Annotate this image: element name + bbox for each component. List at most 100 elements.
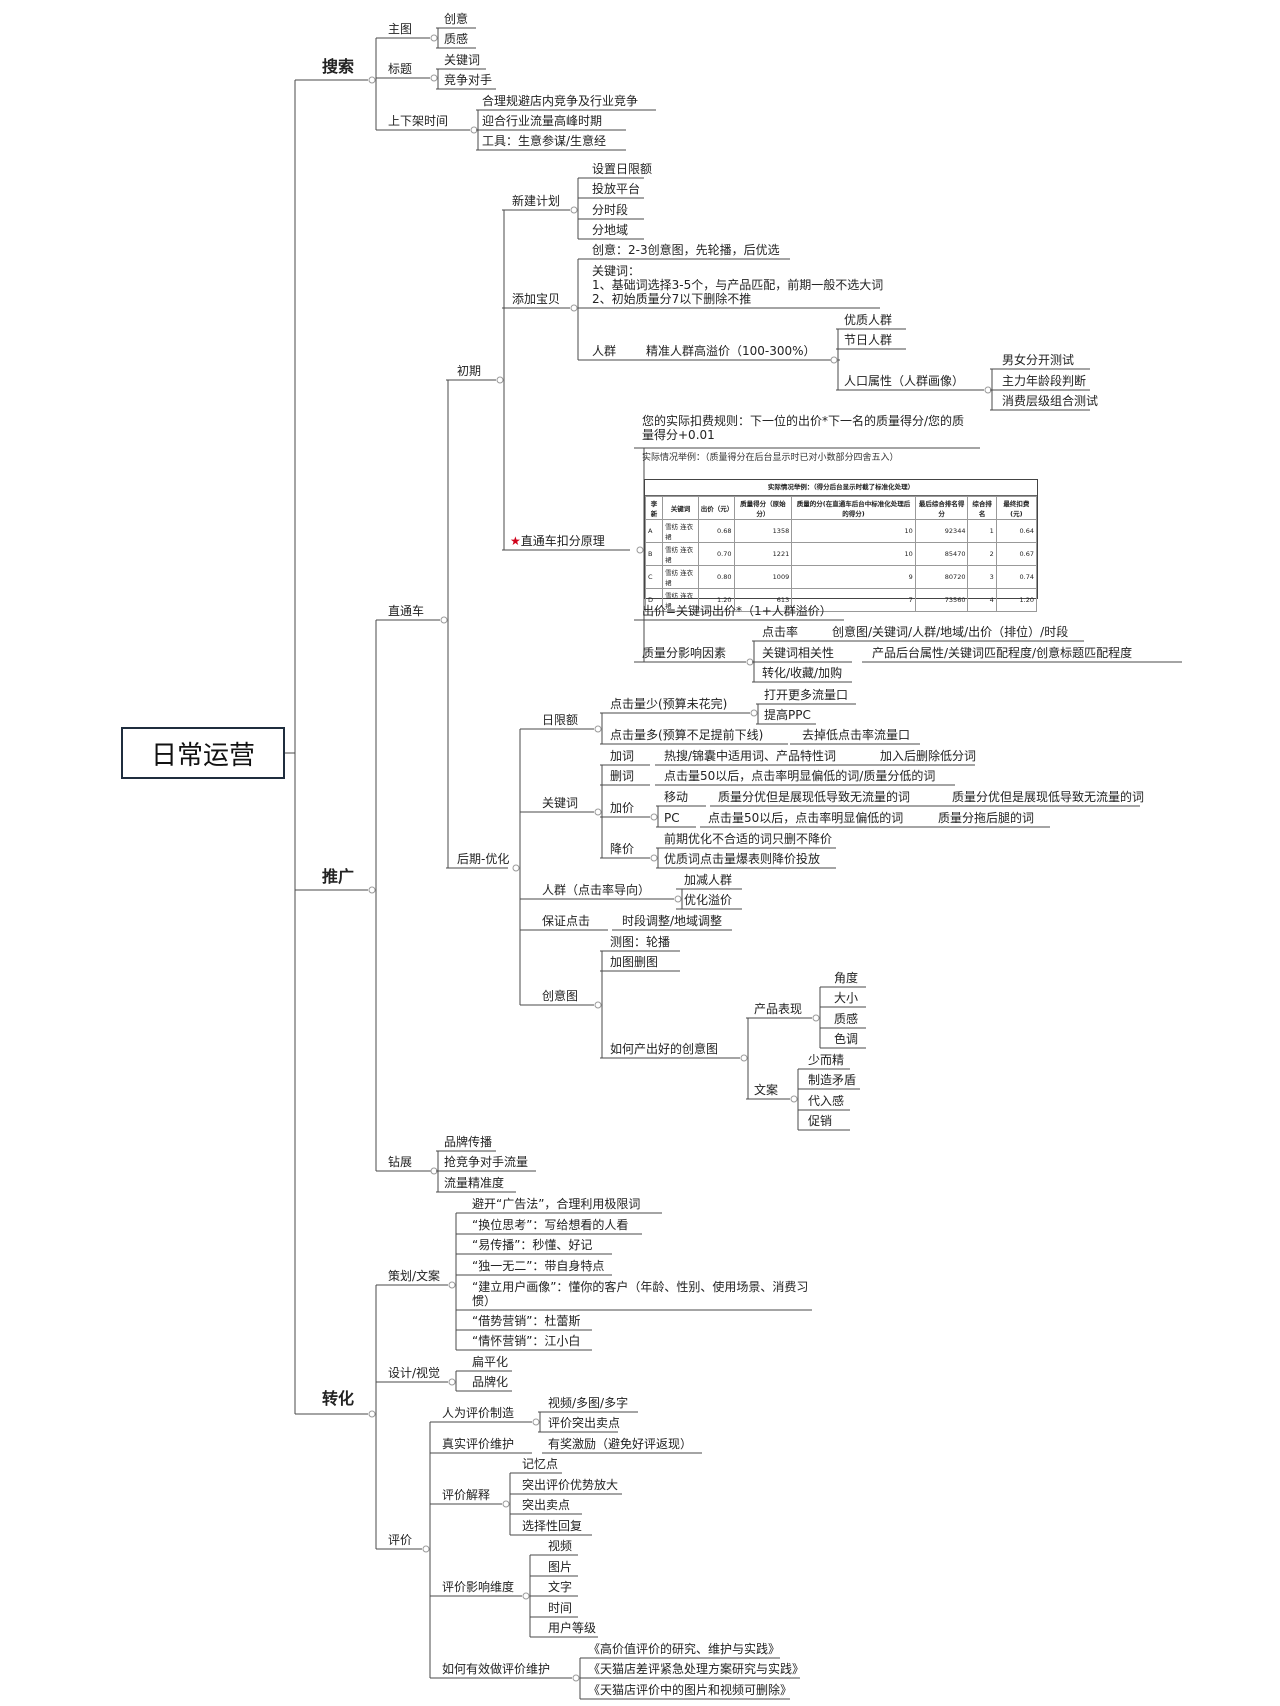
- node-conversion[interactable]: 转化: [322, 1389, 355, 1408]
- node-keyword-rule[interactable]: 1、基础词选择3-5个，与产品匹配，前期一般不选大词: [592, 278, 884, 292]
- node-leaf[interactable]: 《天猫店评价中的图片和视频可删除》: [588, 1683, 793, 1697]
- node-title[interactable]: 标题: [388, 62, 413, 76]
- node-new-plan[interactable]: 新建计划: [512, 194, 561, 208]
- node-ctr[interactable]: 点击率: [762, 625, 799, 639]
- node-leaf[interactable]: 视频/多图/多字: [548, 1396, 629, 1410]
- node-copy[interactable]: 文案: [754, 1083, 779, 1097]
- node-mobile[interactable]: 移动: [664, 790, 689, 804]
- root-node[interactable]: 日常运营: [121, 727, 285, 779]
- node-relevance[interactable]: 关键词相关性: [762, 646, 835, 660]
- node-pc[interactable]: PC: [664, 811, 680, 825]
- node-ztc[interactable]: 直通车: [388, 604, 425, 618]
- node-leaf[interactable]: 优质词点击量爆表则降价投放: [664, 852, 821, 866]
- node-creative-img[interactable]: 创意图: [542, 989, 579, 1003]
- node-leaf[interactable]: 抢竞争对手流量: [444, 1155, 529, 1169]
- node-leaf[interactable]: 设置日限额: [592, 162, 653, 176]
- node-early[interactable]: 初期: [457, 364, 482, 378]
- node-leaf[interactable]: 消费层级组合测试: [1002, 394, 1099, 408]
- node-del-kw[interactable]: 删词: [610, 769, 635, 783]
- node-leaf[interactable]: 投放平台: [592, 182, 641, 196]
- node-leaf[interactable]: “建立用户画像”：懂你的客户（年龄、性别、使用场景、消费习惯）: [472, 1280, 809, 1308]
- node-leaf[interactable]: 迎合行业流量高峰时期: [482, 114, 603, 128]
- node-leaf[interactable]: 分时段: [592, 203, 629, 217]
- node-crowd[interactable]: 人群: [592, 344, 617, 358]
- node-lower[interactable]: 降价: [610, 842, 635, 856]
- node-leaf[interactable]: 时间: [548, 1601, 573, 1615]
- node-leaf[interactable]: 男女分开测试: [1002, 353, 1075, 367]
- node-promotion[interactable]: 推广: [322, 867, 355, 886]
- node-design[interactable]: 设计/视觉: [388, 1366, 441, 1380]
- node-leaf[interactable]: 创意: [444, 12, 469, 26]
- node-leaf[interactable]: 优化溢价: [684, 893, 733, 907]
- node-leaf[interactable]: 有奖激励（避免好评返现）: [548, 1437, 693, 1451]
- node-many-clicks[interactable]: 点击量多(预算不足提前下线): [610, 728, 764, 742]
- node-leaf[interactable]: 记忆点: [522, 1457, 559, 1471]
- node-leaf[interactable]: 质感: [444, 32, 469, 46]
- node-search[interactable]: 搜索: [322, 57, 355, 76]
- node-leaf[interactable]: 提高PPC: [764, 708, 811, 722]
- node-review-explain[interactable]: 评价解释: [442, 1488, 491, 1502]
- node-product[interactable]: 产品表现: [754, 1002, 803, 1016]
- node-deduction[interactable]: ★直通车扣分原理: [508, 534, 607, 548]
- node-leaf[interactable]: 《天猫店差评紧急处理方案研究与实践》: [588, 1662, 805, 1676]
- node-leaf[interactable]: 扁平化: [472, 1355, 509, 1369]
- node-leaf[interactable]: 流量精准度: [444, 1176, 505, 1190]
- node-late[interactable]: 后期-优化: [457, 852, 510, 866]
- node-leaf[interactable]: 工具：生意参谋/生意经: [482, 134, 607, 148]
- node-review[interactable]: 评价: [388, 1533, 413, 1547]
- node-leaf[interactable]: 去掉低点击率流量口: [802, 728, 911, 742]
- node-creative-rule[interactable]: 创意：2-3创意图，先轮播，后优选: [592, 243, 780, 257]
- node-leaf[interactable]: 避开“广告法”，合理利用极限词: [472, 1197, 641, 1211]
- node-keyword-rule[interactable]: 关键词：: [592, 264, 641, 278]
- node-zhanzhan[interactable]: 钻展: [388, 1155, 413, 1169]
- node-leaf[interactable]: 评价突出卖点: [548, 1416, 621, 1430]
- node-leaf[interactable]: 加入后删除低分词: [880, 749, 977, 763]
- node-leaf[interactable]: 加图删图: [610, 955, 659, 969]
- node-leaf[interactable]: 色调: [834, 1032, 859, 1046]
- node-leaf[interactable]: 关键词: [444, 53, 481, 67]
- node-leaf[interactable]: 前期优化不合适的词只删不降价: [664, 832, 833, 846]
- node-leaf[interactable]: 创意图/关键词/人群/地域/出价（排位）/时段: [832, 625, 1069, 639]
- node-leaf[interactable]: 测图：轮播: [610, 935, 671, 949]
- node-leaf[interactable]: 用户等级: [548, 1621, 597, 1635]
- node-bid-formula[interactable]: 出价=关键词出价*（1+人群溢价）: [642, 604, 832, 618]
- node-leaf[interactable]: “独一无二”：带自身特点: [472, 1259, 605, 1273]
- node-leaf[interactable]: 角度: [834, 971, 859, 985]
- node-leaf[interactable]: 质量分优但是展现低导致无流量的词: [952, 790, 1145, 804]
- node-review-effective[interactable]: 如何有效做评价维护: [442, 1662, 551, 1676]
- node-deduction-rule[interactable]: 您的实际扣费规则：下一位的出价*下一名的质量得分/您的质量得分+0.01: [642, 414, 965, 442]
- node-leaf[interactable]: 《高价值评价的研究、维护与实践》: [588, 1642, 781, 1656]
- node-keywords[interactable]: 关键词: [542, 796, 579, 810]
- node-leaf[interactable]: 打开更多流量口: [764, 688, 849, 702]
- node-ensure-click[interactable]: 保证点击: [542, 914, 591, 928]
- node-raise[interactable]: 加价: [610, 801, 635, 815]
- node-leaf[interactable]: “借势营销”：杜蕾斯: [472, 1314, 581, 1328]
- node-add-kw[interactable]: 加词: [610, 749, 635, 763]
- node-late-crowd[interactable]: 人群（点击率导向）: [542, 883, 651, 897]
- node-leaf[interactable]: 主力年龄段判断: [1002, 374, 1087, 388]
- node-demographic[interactable]: 人口属性（人群画像）: [844, 374, 965, 388]
- node-good-creative[interactable]: 如何产出好的创意图: [610, 1042, 719, 1056]
- node-leaf[interactable]: 分地域: [592, 223, 629, 237]
- node-leaf[interactable]: 竞争对手: [444, 73, 493, 87]
- node-leaf[interactable]: 促销: [808, 1114, 833, 1128]
- node-add-item[interactable]: 添加宝贝: [512, 292, 561, 306]
- node-leaf[interactable]: 时段调整/地域调整: [622, 914, 723, 928]
- node-leaf[interactable]: 质量分优但是展现低导致无流量的词: [718, 790, 911, 804]
- node-leaf[interactable]: 大小: [834, 991, 859, 1005]
- node-leaf[interactable]: 合理规避店内竞争及行业竞争: [482, 94, 639, 108]
- node-leaf[interactable]: 选择性回复: [522, 1519, 583, 1533]
- node-leaf[interactable]: 制造矛盾: [808, 1073, 857, 1087]
- node-leaf[interactable]: 热搜/锦囊中适用词、产品特性词: [664, 749, 837, 763]
- node-leaf[interactable]: 品牌化: [472, 1375, 509, 1389]
- node-leaf[interactable]: 质感: [834, 1012, 859, 1026]
- node-leaf[interactable]: 优质人群: [844, 313, 893, 327]
- node-leaf[interactable]: 质量分拖后腿的词: [938, 811, 1035, 825]
- node-leaf[interactable]: 产品后台属性/关键词匹配程度/创意标题匹配程度: [872, 646, 1133, 660]
- node-daily-limit[interactable]: 日限额: [542, 713, 579, 727]
- node-leaf[interactable]: “换位思考”：写给想看的人看: [472, 1218, 629, 1232]
- node-listing-time[interactable]: 上下架时间: [388, 114, 449, 128]
- node-leaf[interactable]: 突出卖点: [522, 1498, 571, 1512]
- node-leaf[interactable]: “情怀营销”：江小白: [472, 1334, 581, 1348]
- node-leaf[interactable]: 代入感: [808, 1094, 845, 1108]
